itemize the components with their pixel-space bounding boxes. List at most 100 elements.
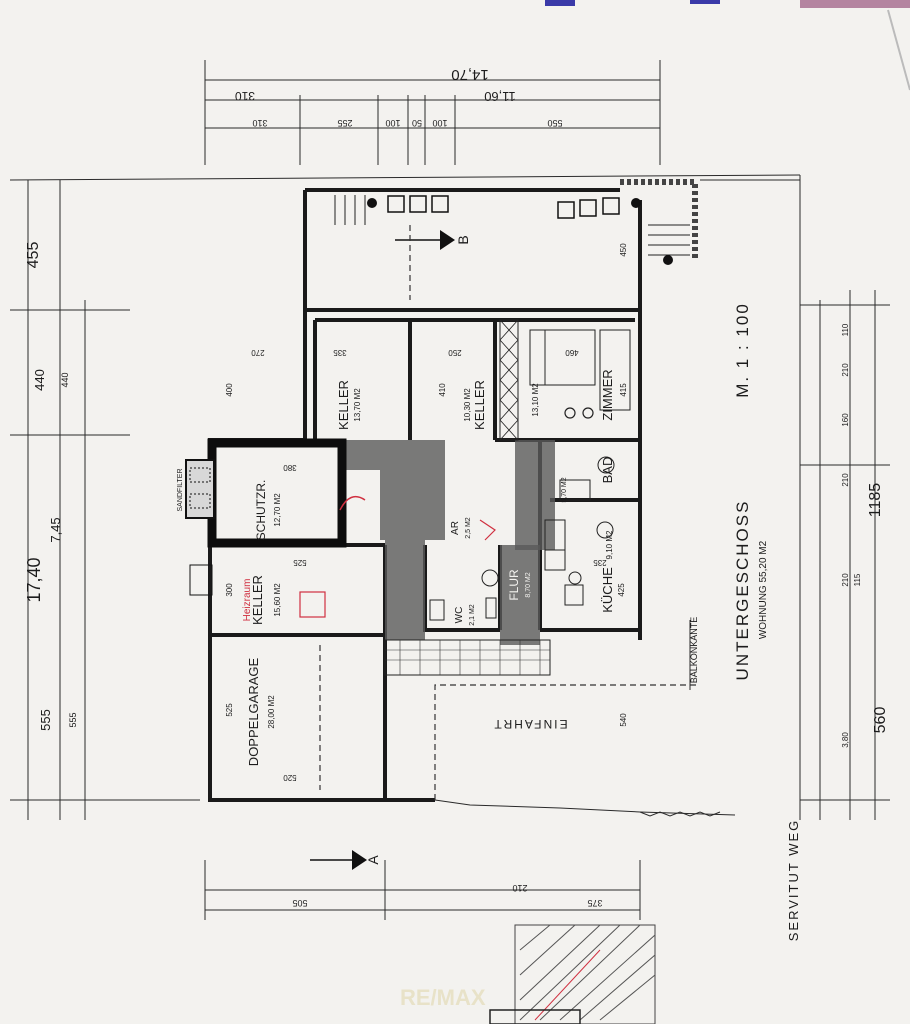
dim-520: 520	[283, 773, 297, 782]
dim-left-440b: 440	[60, 372, 70, 387]
room-flur-name: FLUR	[507, 569, 521, 601]
dim-270: 270	[251, 348, 265, 357]
plan-title: UNTERGESCHOSS	[733, 500, 752, 681]
dim-425: 425	[617, 583, 626, 597]
room-garage-area: 28,00 M2	[267, 695, 276, 729]
dim-bottom-210: 210	[512, 883, 527, 893]
neighbor-building: RE/MAX	[400, 924, 656, 1024]
title-block: UNTERGESCHOSS WOHNUNG 55,20 M2 M. 1 : 10…	[733, 302, 801, 941]
room-keller-low-area: 15,60 M2	[273, 583, 282, 617]
sandfilter-block: SANDFILTER	[177, 459, 215, 596]
dim-bottom-505: 505	[292, 898, 307, 908]
room-schutzraum-area: 12,70 M2	[273, 493, 282, 527]
room-ar-name: AR	[450, 521, 461, 535]
bottom-dimensions: 505 375 210	[204, 860, 641, 920]
room-keller-mid-name: KELLER	[472, 380, 487, 430]
driveway: EINFAHRT BALKONKANTE	[319, 617, 700, 800]
dim-top-a: 310	[235, 89, 255, 103]
dim-top-c: 100	[385, 118, 400, 128]
dim-250: 250	[448, 348, 462, 357]
room-zimmer-name: ZIMMER	[600, 369, 615, 420]
site-boundary	[434, 175, 801, 820]
dim-410: 410	[438, 383, 447, 397]
dim-left-555: 555	[38, 709, 53, 731]
dim-300: 300	[225, 583, 234, 597]
dim-450: 450	[619, 243, 628, 257]
plan-scale: M. 1 : 100	[733, 302, 752, 398]
dim-right-210b: 210	[841, 473, 850, 487]
section-a-label: A	[365, 855, 381, 865]
dim-right-115: 115	[853, 573, 862, 586]
zimmer-furniture	[529, 329, 631, 419]
dim-top-a2: 310	[252, 118, 267, 128]
sandfilter-label: SANDFILTER	[177, 468, 184, 511]
room-bad-area: 5,70 M2	[561, 477, 568, 502]
dim-460: 460	[565, 348, 579, 357]
paper-curl	[887, 9, 910, 91]
dim-right-210c: 210	[841, 573, 850, 587]
left-dimensions: 455 440 440 17,40 7,45 555 555	[9, 174, 801, 820]
dim-525: 525	[293, 558, 307, 567]
room-keller-low-note: Heizraum	[242, 579, 253, 622]
scan-edge-pink	[800, 0, 910, 8]
dim-top-e: 100	[432, 118, 447, 128]
scan-edge-blue-2	[690, 0, 720, 4]
room-keller-low-name: KELLER	[250, 575, 265, 625]
dim-335: 335	[333, 348, 347, 357]
red-annotations	[299, 495, 496, 618]
dim-left-555b: 555	[68, 712, 78, 727]
balcony-edge-label: BALKONKANTE	[689, 617, 699, 684]
dim-top-d: 50	[412, 118, 422, 128]
core-hatch	[340, 440, 555, 645]
dim-right-380: 3,80	[841, 732, 850, 748]
dim-top-b: 255	[337, 118, 352, 128]
room-wc-area: 2,1 M2	[469, 604, 476, 626]
dim-525b: 525	[225, 703, 234, 717]
driveway-label: EINFAHRT	[492, 717, 567, 731]
dim-top-sub: 11,60	[484, 89, 516, 104]
room-kueche-name: KÜCHE	[600, 567, 615, 613]
room-schutzraum-name: SCHUTZR.	[254, 480, 268, 541]
dim-540: 540	[619, 713, 628, 727]
interior-dimensions: 335 250 460 400 410 415 380 525 525 520 …	[225, 243, 628, 782]
room-labels: KELLER 13,70 M2 10,30 M2 KELLER 13,10 M2…	[242, 369, 615, 766]
watermark: RE/MAX	[400, 985, 486, 1010]
room-keller-top-name: KELLER	[336, 380, 351, 430]
dim-right-210: 210	[841, 363, 850, 377]
dim-right-1185: 1185	[867, 483, 884, 518]
stairs	[334, 179, 698, 676]
right-dimensions: 1185 560 110 210 160 210 210 115 3,80	[800, 290, 890, 820]
room-bad-name: BAD	[600, 457, 615, 484]
dim-415: 415	[619, 383, 628, 397]
scan-edge-blue	[545, 0, 575, 6]
dim-right-110: 110	[841, 323, 850, 336]
dim-left-455: 455	[25, 242, 42, 269]
room-wc-name: WC	[454, 607, 465, 624]
dim-left-440: 440	[32, 369, 47, 391]
dim-top-f: 550	[547, 118, 562, 128]
plan-subtitle: WOHNUNG 55,20 M2	[758, 540, 769, 639]
dim-bottom-375: 375	[587, 898, 602, 908]
dim-left-745: 7,45	[48, 517, 63, 542]
room-zimmer-area: 13,10 M2	[531, 383, 540, 417]
room-keller-mid-area: 10,30 M2	[463, 388, 472, 422]
dim-left-total: 17,40	[24, 557, 44, 602]
dim-right-160: 160	[841, 413, 850, 427]
room-kueche-area: 9,10 M2	[605, 530, 614, 559]
top-dimensions: 14,70 11,60 310 310 255 100 50 100 550	[204, 60, 661, 165]
dim-400: 400	[225, 383, 234, 397]
section-b-label: B	[455, 235, 471, 244]
kitchen-bath-fixtures	[429, 456, 615, 621]
dim-235: 235	[593, 558, 607, 567]
room-ar-area: 2,5 M2	[465, 517, 472, 539]
section-markers: B A	[310, 225, 471, 870]
dim-380: 380	[283, 463, 297, 472]
room-keller-top-area: 13,70 M2	[353, 388, 362, 422]
dim-right-560: 560	[872, 707, 889, 734]
light-wells	[367, 195, 673, 265]
dim-top-total: 14,70	[451, 66, 489, 83]
room-garage-name: DOPPELGARAGE	[246, 657, 261, 766]
road-label: SERVITUT WEG	[786, 819, 801, 941]
